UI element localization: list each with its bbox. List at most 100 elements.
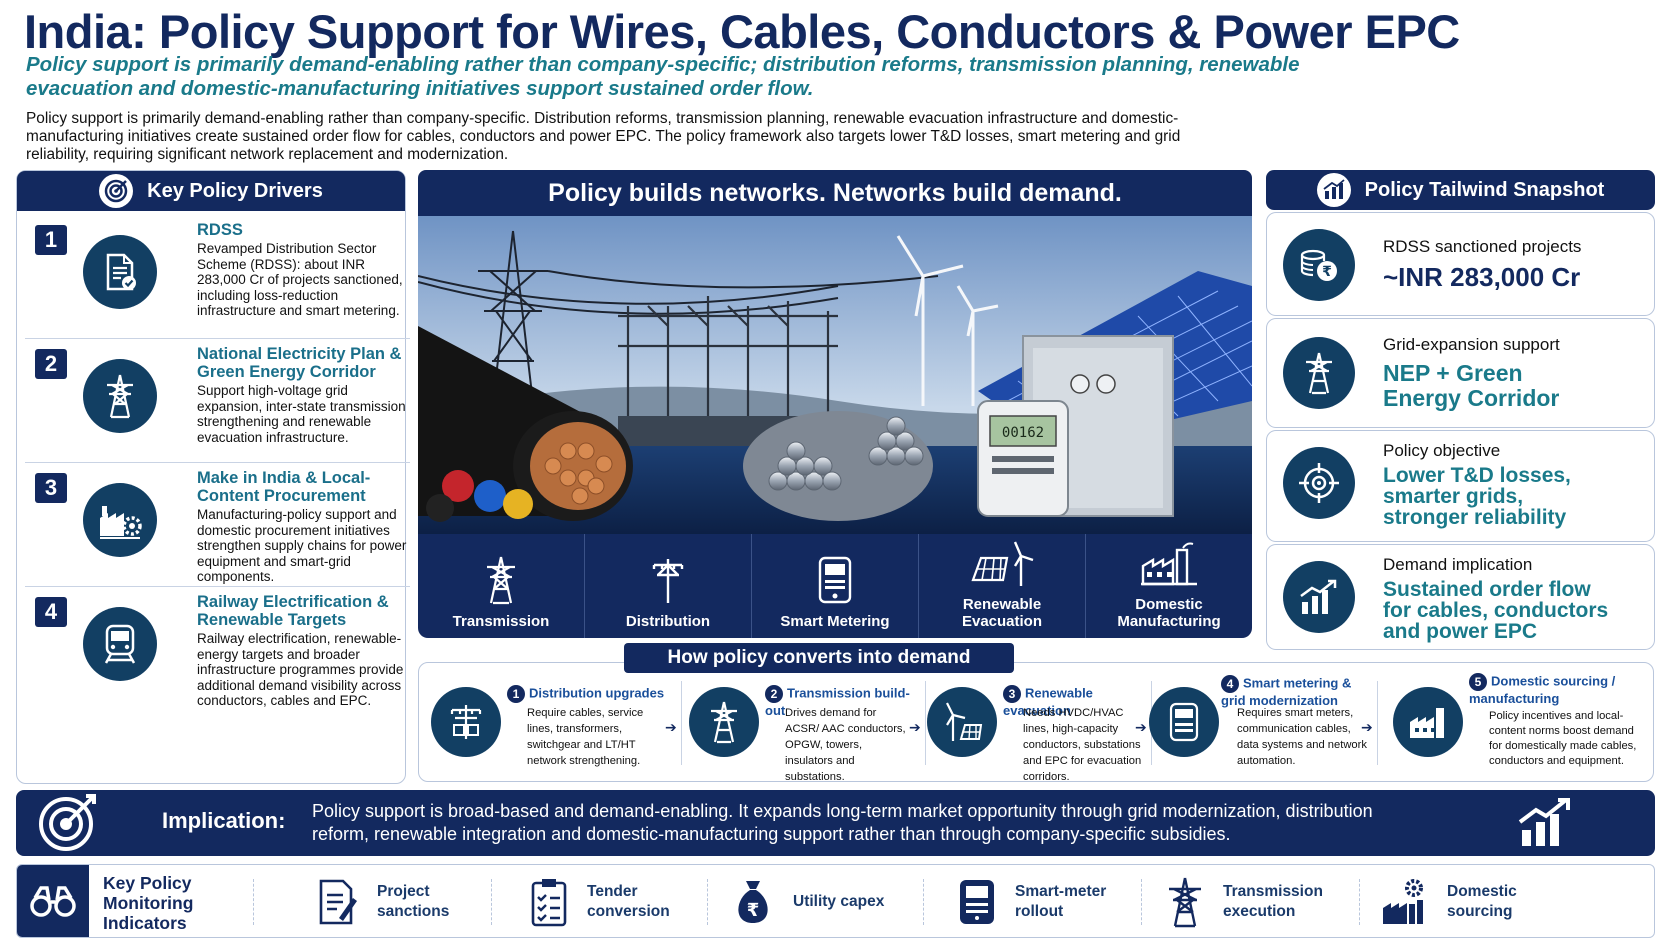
target-icon — [99, 174, 134, 208]
bar-chart-icon — [1316, 173, 1351, 207]
step-number: 4 — [1221, 675, 1239, 693]
snapshot-label: Policy objective — [1383, 441, 1501, 460]
driver-text: Revamped Distribution Sector Scheme (RDS… — [197, 241, 403, 319]
snapshot-policy-objective: Policy objective Lower T&D losses, smart… — [1266, 430, 1655, 542]
divider — [491, 879, 492, 925]
driver-number: 3 — [35, 473, 67, 503]
clipboard-checklist-icon — [531, 879, 567, 927]
smart-meter-icon — [960, 880, 994, 924]
driver-item-make-in-india: 3 Make in India & Local-Content Procurem… — [25, 463, 410, 587]
step-text: Require cables, service lines, transform… — [527, 707, 644, 767]
driver-item-railway: 4 Railway Electrification & Renewable Ta… — [25, 587, 410, 737]
driver-title: RDSS — [197, 221, 243, 239]
arrow-right-icon: ➔ — [1135, 719, 1147, 735]
driver-number: 2 — [35, 349, 67, 379]
indicator-label: Project sanctions — [377, 883, 450, 920]
category-label: Smart Metering — [780, 613, 890, 630]
snapshot-grid-expansion: Grid-expansion support NEP + Green Energ… — [1266, 318, 1655, 428]
tower-icon — [1283, 337, 1355, 409]
snapshot-value: NEP + Green Energy Corridor — [1383, 360, 1560, 411]
step-text: Drives demand for ACSR/ AAC conductors, … — [785, 707, 906, 783]
snapshot-label: RDSS sanctioned projects — [1383, 237, 1582, 256]
driver-number: 1 — [35, 225, 67, 255]
snapshot-value: Sustained order flow for cables, conduct… — [1383, 578, 1609, 643]
category-strip: Transmission Distribution Smart Metering… — [418, 534, 1252, 638]
snapshot-rdss: ₹ RDSS sanctioned projects ~INR 283,000 … — [1266, 212, 1655, 316]
monitoring-title: Key Policy Monitoring Indicators — [103, 873, 194, 933]
category-label: Distribution — [625, 613, 711, 630]
indicator-label: Utility capex — [793, 893, 885, 910]
svg-text:₹: ₹ — [747, 900, 760, 921]
factory-icon — [1393, 687, 1463, 757]
step-text: Requires smart meters, communication cab… — [1237, 707, 1367, 767]
hero-illustration: 00162 — [418, 216, 1252, 536]
category-smart-metering: Smart Metering — [752, 534, 919, 638]
transmission-tower-icon — [487, 556, 515, 605]
factory-icon — [1141, 542, 1197, 586]
implication-text: Policy support is broad-based and demand… — [312, 801, 1373, 844]
category-domestic-manufacturing: Domestic Manufacturing — [1086, 534, 1252, 638]
implication-label: Implication: — [162, 808, 286, 833]
indicator-label: Domestic sourcing — [1447, 883, 1517, 920]
step-title-text: Distribution upgrades — [529, 685, 665, 701]
distribution-icon — [431, 687, 501, 757]
step-number: 2 — [765, 685, 783, 703]
arrow-right-icon: ➔ — [665, 719, 677, 735]
infrastructure-illustration: 00162 — [418, 216, 1252, 536]
transmission-tower-icon — [1169, 877, 1201, 928]
category-renewable-evacuation: Renewable Evacuation — [919, 534, 1086, 638]
smart-meter-icon — [818, 556, 852, 604]
svg-text:₹: ₹ — [1322, 264, 1332, 280]
step-title-text: Renewable evacuation — [1003, 685, 1093, 718]
category-label: Transmission — [452, 613, 550, 630]
growth-chart-icon — [1283, 561, 1355, 633]
divider — [1359, 879, 1360, 925]
solar-wind-icon — [971, 541, 1034, 586]
transmission-tower-icon — [83, 359, 157, 433]
snapshot-demand-implication: Demand implication Sustained order flow … — [1266, 544, 1655, 650]
divider — [253, 879, 254, 925]
indicator-tender-conversion: Tender conversion — [529, 875, 687, 929]
step-title-text: Domestic sourcing / manufacturing — [1469, 673, 1616, 706]
snapshot-title: Policy Tailwind Snapshot — [1364, 178, 1605, 201]
indicator-project-sanctions: Project sanctions — [317, 875, 477, 929]
driver-item-rdss: 1 RDSS Revamped Distribution Sector Sche… — [25, 215, 410, 339]
rupee-bag-icon: ₹ — [738, 881, 768, 923]
key-policy-drivers-panel: Key Policy Drivers 1 RDSS Revamped Distr… — [16, 170, 410, 784]
step-number: 3 — [1003, 685, 1021, 703]
center-heading: Policy builds networks. Networks build d… — [418, 170, 1252, 216]
driver-item-nep: 2 National Electricity Plan & Green Ener… — [25, 339, 410, 463]
page-subtitle: Policy support is primarily demand-enabl… — [26, 53, 1300, 100]
driver-title: Make in India & Local-Content Procuremen… — [197, 469, 371, 505]
binoculars-icon — [17, 865, 89, 937]
step-text: Policy incentives and local-content norm… — [1489, 710, 1637, 767]
meter-reading: 00162 — [1002, 425, 1044, 441]
driver-text: Support high-voltage grid expansion, int… — [197, 383, 406, 445]
step-title-text: Transmission build-out — [765, 685, 910, 718]
divider — [707, 879, 708, 925]
step-text: Needs HVDC/HVAC lines, high-capacity con… — [1023, 707, 1142, 783]
snapshot-value: Lower T&D losses, smarter grids, stronge… — [1383, 464, 1571, 529]
indicator-label: Smart-meter rollout — [1015, 883, 1107, 920]
driver-number: 4 — [35, 597, 67, 627]
divider — [1141, 879, 1142, 925]
indicator-domestic-sourcing: Domestic sourcing — [1381, 875, 1547, 929]
snapshot-label: Demand implication — [1383, 555, 1533, 574]
monitoring-indicators: Key Policy Monitoring Indicators Project… — [16, 864, 1655, 938]
snapshot-value: ~INR 283,000 Cr — [1383, 262, 1581, 292]
step-number: 1 — [507, 685, 525, 703]
utility-pole-icon — [652, 559, 684, 603]
driver-title: National Electricity Plan & Green Energy… — [197, 345, 402, 381]
train-icon — [83, 607, 157, 681]
driver-title: Railway Electrification & Renewable Targ… — [197, 593, 389, 629]
